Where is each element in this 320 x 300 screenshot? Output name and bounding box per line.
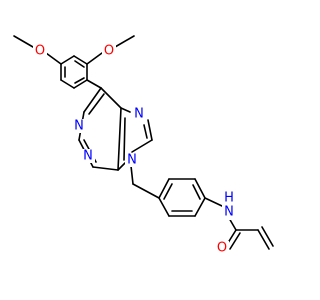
atom-n9: N: [125, 153, 139, 168]
bond-ring-b4: [194, 197, 206, 217]
bond-n3-c4: [92, 166, 119, 171]
bond-oright-ring: [86, 52, 103, 65]
bond-ring-nh: [204, 197, 223, 207]
atom-oxygen-right: O: [102, 44, 116, 59]
molecule-canvas: O O N N N N H N O: [13, 35, 274, 256]
nitrogen-label-amide: N: [224, 205, 234, 220]
bond-c4-c5: [117, 107, 122, 171]
bond-vinyl-ch2: [257, 229, 270, 250]
atom-n7: N: [132, 107, 146, 122]
oxygen-label-left: O: [35, 44, 45, 59]
bond-n9-ch2: [130, 165, 134, 185]
atom-labels: O O N N N N H N O: [33, 44, 236, 256]
bond-oleft-ring: [45, 52, 62, 65]
bond-n7-c8: [147, 119, 153, 141]
bond-ring-a4-inner: [74, 77, 85, 84]
bond-ring-b1-inner: [163, 183, 173, 200]
bond-c4-c5-inner: [123, 117, 126, 161]
bond-ring-b3: [194, 178, 206, 199]
atom-n1: N: [72, 119, 86, 134]
bond-vinyl-ch2-inner: [261, 226, 274, 247]
bond-n7-c8-inner: [143, 124, 148, 139]
bond-ring-a2-inner: [74, 60, 85, 68]
bond-ch2-ring: [132, 183, 160, 199]
oxygen-label-right: O: [104, 44, 114, 59]
nitrogen-label-imidazole-top: N: [134, 107, 144, 122]
bond-ring-a5: [60, 79, 75, 89]
bond-c5-n7: [120, 107, 131, 113]
bonds: [13, 35, 274, 250]
nitrogen-label-pyrimidine-top: N: [74, 119, 84, 134]
oxygen-label-carbonyl: O: [217, 241, 227, 256]
bond-ring-a4: [73, 79, 88, 89]
structure-drawing: O O N N N N H N O: [13, 35, 274, 256]
bond-methyl-oright: [114, 35, 135, 48]
bond-carbonyl-o-inner: [229, 232, 241, 250]
nitrogen-label-n9: N: [127, 153, 137, 168]
bond-ring-b1: [158, 178, 170, 199]
bond-methyl-oleft: [13, 35, 34, 48]
atom-oxygen-carbonyl: O: [215, 241, 229, 256]
bond-c6-n1-inner: [88, 93, 105, 115]
atom-n3: N: [81, 149, 95, 164]
bond-n9-c4: [117, 162, 126, 171]
bond-ring-a1: [60, 55, 75, 65]
bond-c8-n9: [131, 139, 153, 153]
bond-ring-b3-inner: [192, 184, 201, 200]
bond-aryl-c6: [86, 79, 102, 89]
hydrogen-label-amide: H: [224, 191, 234, 206]
atom-oxygen-left: O: [33, 44, 47, 59]
bond-c6-c5: [100, 87, 122, 109]
atom-amide-nh: H N: [222, 191, 236, 220]
bond-c6-n1: [83, 87, 102, 113]
bond-ring-a2: [73, 55, 88, 65]
nitrogen-label-pyrimidine-bottom: N: [83, 149, 93, 164]
bond-ring-b6: [158, 197, 170, 217]
